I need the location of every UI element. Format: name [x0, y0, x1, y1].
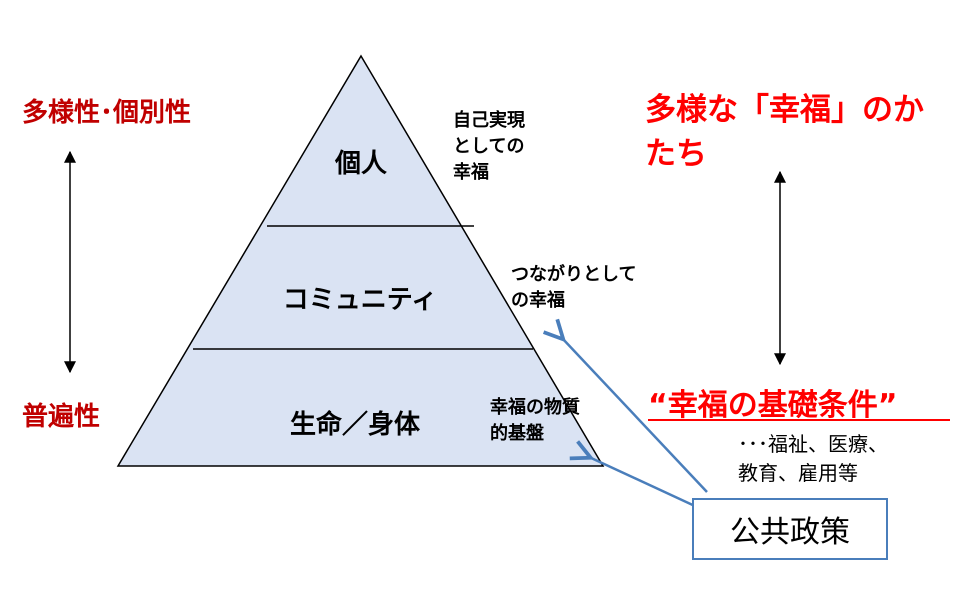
note-material-base: 幸福の物質 的基盤	[490, 397, 580, 444]
diversity-label: 多様性･個別性	[22, 98, 192, 128]
conditions-detail: ･･･福祉、医療、 教育、雇用等	[738, 432, 888, 485]
layer-label-individual: 個人	[334, 149, 387, 179]
basic-conditions-label: “幸福の基礎条件”	[648, 388, 898, 423]
universality-label: 普遍性	[22, 402, 101, 432]
public-policy-label: 公共政策	[730, 515, 850, 550]
layer-label-body: 生命／身体	[289, 410, 420, 440]
policy-arrow-body	[589, 457, 698, 509]
note-connection: つながりとして の幸福	[511, 264, 637, 311]
diverse-happiness-label: 多様な「幸福」のかたち	[645, 92, 924, 172]
public-policy-box: 公共政策	[692, 498, 888, 560]
layer-label-community: コミュニティ	[282, 285, 438, 315]
note-self-actualization: 自己実現 としての 幸福	[453, 110, 525, 183]
pyramid-shape	[116, 54, 605, 467]
policy-arrow-community	[562, 338, 708, 493]
